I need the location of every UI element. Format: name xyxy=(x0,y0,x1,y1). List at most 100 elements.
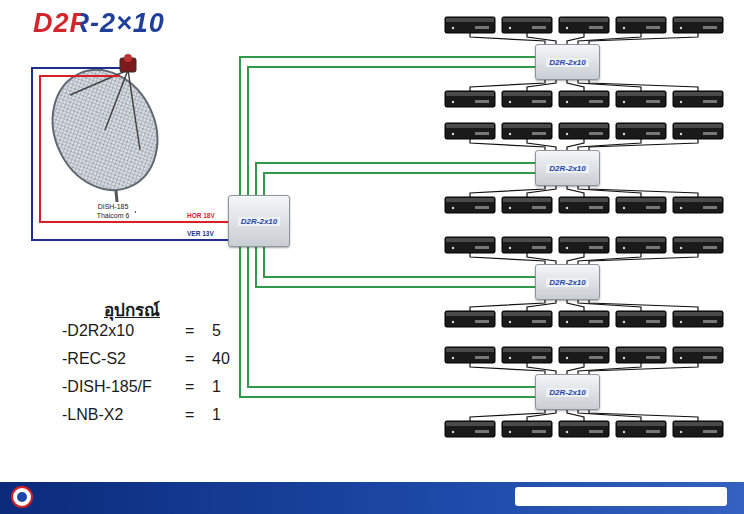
receiver-cable xyxy=(578,186,641,197)
receiver-display xyxy=(475,356,489,359)
receiver-cable xyxy=(589,80,698,91)
receiver-cable xyxy=(578,139,641,150)
receiver-box xyxy=(673,421,723,437)
receiver-display xyxy=(703,132,717,135)
receiver-led xyxy=(680,247,682,249)
receiver-top xyxy=(674,312,722,316)
receiver-display xyxy=(532,132,546,135)
receiver-led xyxy=(566,27,568,29)
receiver-box xyxy=(502,421,552,437)
receiver-led xyxy=(509,357,511,359)
receiver-cable xyxy=(527,363,556,374)
receiver-box xyxy=(559,17,609,33)
receiver-cable xyxy=(527,139,556,150)
receiver-led xyxy=(680,431,682,433)
receiver-top xyxy=(446,422,494,426)
receiver-display xyxy=(475,132,489,135)
receiver-led xyxy=(680,133,682,135)
receiver-box xyxy=(616,347,666,363)
receiver-display xyxy=(646,132,660,135)
receiver-led xyxy=(566,207,568,209)
logo-circle xyxy=(12,487,32,507)
receiver-top xyxy=(674,18,722,22)
equipment-item: 1 xyxy=(212,406,221,424)
receiver-top xyxy=(503,422,551,426)
footer-bar xyxy=(0,482,744,514)
receiver-top xyxy=(617,422,665,426)
receiver-box xyxy=(673,237,723,253)
receiver-display xyxy=(703,356,717,359)
receiver-top xyxy=(503,348,551,352)
receiver-led xyxy=(452,133,454,135)
receiver-top xyxy=(674,198,722,202)
receiver-cable xyxy=(578,363,641,374)
receiver-cable xyxy=(527,253,556,264)
receiver-box xyxy=(445,17,495,33)
receiver-cable xyxy=(578,33,641,44)
receiver-led xyxy=(452,357,454,359)
output-cable xyxy=(264,247,535,277)
receiver-cable xyxy=(567,80,584,91)
equipment-item: 5 xyxy=(212,322,221,340)
receiver-display xyxy=(646,206,660,209)
receiver-led xyxy=(623,247,625,249)
receiver-display xyxy=(646,100,660,103)
receiver-box xyxy=(559,311,609,327)
receiver-led xyxy=(566,431,568,433)
receiver-box xyxy=(673,197,723,213)
receiver-led xyxy=(566,133,568,135)
receiver-box xyxy=(616,311,666,327)
receiver-box xyxy=(445,237,495,253)
signal-label: HOR 18V xyxy=(186,212,216,219)
receiver-top xyxy=(503,18,551,22)
receiver-top xyxy=(674,92,722,96)
equipment-item: = xyxy=(185,378,194,396)
receiver-box xyxy=(559,91,609,107)
receiver-top xyxy=(560,198,608,202)
receiver-display xyxy=(532,246,546,249)
equipment-item: = xyxy=(185,322,194,340)
switch-label: D2R-2x10 xyxy=(546,164,588,173)
receiver-box xyxy=(445,123,495,139)
receiver-display xyxy=(589,356,603,359)
receiver-top xyxy=(503,124,551,128)
receiver-led xyxy=(623,357,625,359)
title-logo: D2R-2×10 xyxy=(33,8,165,39)
receiver-cable xyxy=(527,80,556,91)
receiver-display xyxy=(703,26,717,29)
receiver-display xyxy=(589,430,603,433)
receiver-box xyxy=(616,91,666,107)
receiver-top xyxy=(560,238,608,242)
receiver-led xyxy=(452,431,454,433)
footer-box xyxy=(515,487,727,506)
receiver-cable xyxy=(527,33,556,44)
receiver-display xyxy=(703,206,717,209)
receiver-display xyxy=(475,206,489,209)
receiver-box xyxy=(616,421,666,437)
receiver-led xyxy=(509,207,511,209)
receiver-top xyxy=(446,124,494,128)
receiver-top xyxy=(560,348,608,352)
receiver-display xyxy=(532,430,546,433)
dish-label: DISH-185 Thaicom 6 xyxy=(91,202,135,220)
receiver-box xyxy=(502,347,552,363)
receiver-led xyxy=(680,207,682,209)
receiver-display xyxy=(589,132,603,135)
receiver-top xyxy=(617,18,665,22)
receiver-top xyxy=(674,422,722,426)
receiver-display xyxy=(589,246,603,249)
receiver-display xyxy=(589,100,603,103)
receiver-top xyxy=(617,238,665,242)
receiver-top xyxy=(617,124,665,128)
receiver-box xyxy=(616,123,666,139)
receiver-cable xyxy=(567,410,584,421)
receiver-box xyxy=(502,123,552,139)
multiswitch: D2R-2x10 xyxy=(535,150,600,186)
receiver-led xyxy=(452,27,454,29)
receiver-top xyxy=(560,92,608,96)
equipment-item: -REC-S2 xyxy=(62,350,126,368)
receiver-led xyxy=(623,207,625,209)
receiver-led xyxy=(566,101,568,103)
receiver-top xyxy=(446,238,494,242)
